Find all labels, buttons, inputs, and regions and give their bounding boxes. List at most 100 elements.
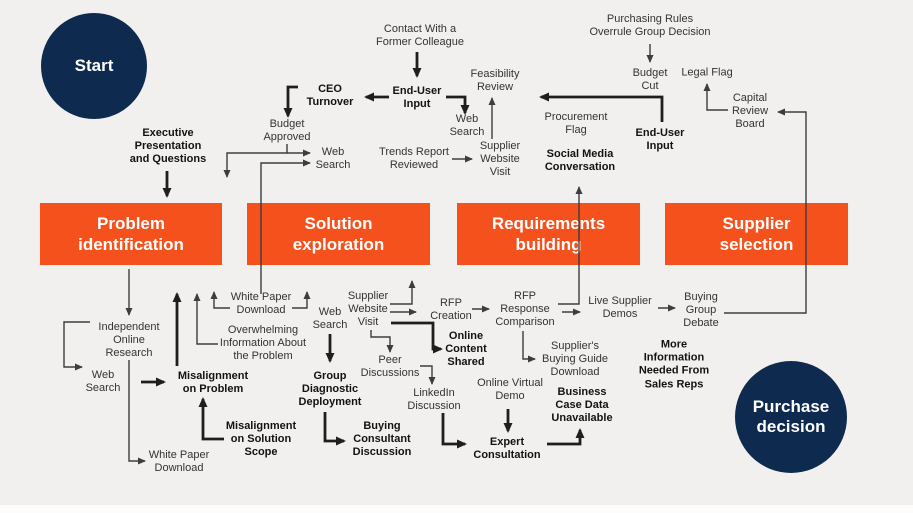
node-label-line: Budget	[632, 66, 668, 79]
node-label-line: Content	[445, 343, 487, 356]
node-label-line: Download	[550, 366, 600, 379]
node-label-line: Consultation	[473, 449, 541, 461]
node-label-line: Former Colleague	[375, 36, 465, 48]
node-label-line: Social Media	[546, 147, 614, 160]
node-label-line: Comparison	[495, 316, 555, 329]
node-label-line: Business	[557, 386, 607, 399]
edge-ceo-turnover-to-budget-approved	[283, 85, 298, 118]
node-label-line: Research	[105, 347, 153, 360]
node-label-line: RFP	[514, 290, 536, 303]
node-label-line: Capital	[732, 92, 768, 105]
node-label-line: Information About	[219, 337, 307, 350]
node-label-line: Online	[113, 334, 145, 347]
edge-capital-review-board-to-legal-flag	[703, 83, 728, 111]
node-label-line: Response	[500, 303, 550, 316]
node-label-line: Discussion	[407, 400, 461, 412]
edge-overwhelming-information-to-problem-identification	[193, 293, 218, 345]
node-label-line: Online Virtual	[477, 376, 543, 389]
edge-buying-group-debate-to-capital-review-board	[724, 108, 807, 314]
node-label-line: Diagnostic	[301, 383, 359, 396]
node-label-line: Review	[476, 81, 514, 93]
node-legal-flag: Legal Flag	[681, 66, 732, 79]
node-label-line: More	[660, 338, 688, 351]
node-label-line: Website	[348, 303, 388, 316]
node-label-line: Download	[154, 462, 204, 474]
stage-label-line: exploration	[292, 235, 385, 254]
node-label-line: Executive	[142, 127, 194, 140]
node-label-line: Web	[321, 145, 345, 158]
node-label-line: Overrule Group Decision	[589, 26, 711, 38]
node-label-line: Unavailable	[551, 412, 613, 425]
node-label-line: Group	[685, 304, 717, 317]
node-label-line: Flag	[565, 124, 587, 136]
node-label-line: Deployment	[298, 396, 362, 409]
node-label-line: White Paper	[148, 448, 210, 461]
node-label-line: Group	[313, 370, 347, 383]
node-label-line: Visit	[489, 166, 511, 179]
node-label-line: Web	[91, 368, 115, 381]
edge-rfp-response-comparison-to-social-media-conversation	[558, 186, 583, 305]
edge-supplier-website-visit-bottom-to-online-content-shared	[391, 321, 443, 354]
edge-peer-discussions-to-linkedin-discussion	[420, 365, 436, 385]
stage-solution-exploration: Solution exploration	[247, 203, 430, 265]
stage-label-line: building	[515, 235, 582, 254]
terminal-label-line: Purchase	[752, 397, 830, 417]
stage-label-line: Requirements	[491, 213, 606, 233]
node-label-line: Misalignment	[177, 369, 249, 382]
node-label-line: Input	[403, 98, 431, 110]
node-label-line: LinkedIn	[413, 386, 455, 399]
node-label-line: on Solution	[230, 433, 292, 446]
node-label-line: Live Supplier	[588, 294, 652, 307]
node-label-line: Expert	[489, 435, 525, 448]
node-label-line: Overwhelming	[227, 324, 299, 337]
stage-label-line: Supplier	[722, 213, 791, 233]
node-label-line: Cut	[641, 80, 659, 92]
edge-group-diagnostic-deployment-to-buying-consultant-discussion	[323, 412, 346, 446]
node-label-line: Presentation	[134, 140, 202, 153]
edge-independent-online-research-to-web-search-left	[63, 321, 90, 371]
node-label-line: Buying	[363, 420, 401, 433]
node-label-line: Input	[646, 140, 674, 152]
node-label-line: Download	[236, 304, 286, 316]
node-label-line: Demo	[495, 390, 525, 402]
edge-white-paper-download-mid-to-web-search-top-mid	[260, 159, 311, 294]
node-label-line: Buying	[684, 291, 718, 304]
stage-label-line: Solution	[304, 213, 373, 233]
edge-supplier-website-visit-bottom-to-solution-exploration	[390, 280, 416, 305]
node-label-line: Sales Reps	[644, 378, 704, 391]
node-label-line: Buying Guide	[541, 353, 609, 366]
node-label-line: Purchasing Rules	[606, 12, 694, 25]
edge-independent-online-research-to-white-paper-download-left	[128, 360, 146, 465]
node-label-line: RFP	[439, 296, 462, 309]
node-label-line: End-User	[635, 126, 685, 139]
node-label-line: Discussions	[360, 367, 420, 379]
terminal-start: Start	[41, 13, 147, 119]
node-label-line: Board	[735, 118, 765, 131]
node-label-line: Supplier	[479, 140, 521, 153]
